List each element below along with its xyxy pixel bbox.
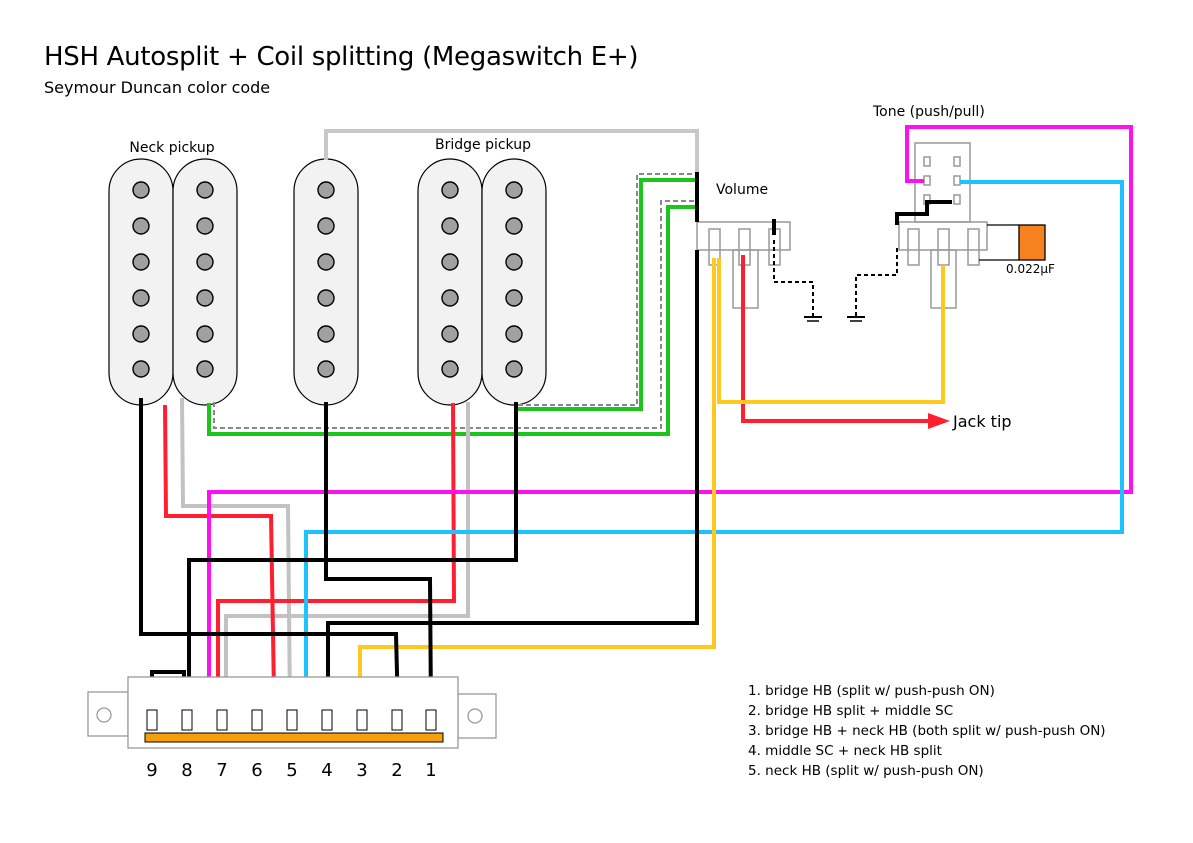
pole-piece — [132, 325, 150, 343]
wire-black-neck — [139, 398, 400, 713]
pole-piece — [196, 289, 214, 307]
pole-piece — [441, 360, 459, 378]
volume-label: Volume — [716, 182, 768, 198]
pole-piece — [317, 360, 335, 378]
wire-red-bridge — [216, 402, 457, 712]
switch-lug — [216, 709, 228, 731]
pole-piece — [317, 289, 335, 307]
wire-red-jack — [741, 255, 930, 423]
lug-number: 8 — [181, 760, 192, 781]
position-4: 4. middle SC + neck HB split — [748, 743, 942, 759]
wire-green-neck — [207, 205, 697, 436]
diagram-subtitle: Seymour Duncan color code — [44, 78, 271, 97]
tone-label: Tone (push/pull) — [872, 104, 985, 120]
pole-piece — [317, 325, 335, 343]
pole-piece — [505, 181, 523, 199]
neck-pickup-coil-south — [172, 158, 238, 406]
neck-pickup-label: Neck pickup — [129, 140, 214, 156]
wire-bare-neck — [213, 200, 697, 429]
position-3: 3. bridge HB + neck HB (both split w/ pu… — [748, 723, 1106, 739]
switch-lug — [251, 709, 263, 731]
megaswitch — [87, 676, 497, 749]
wire-black-tone-jumper — [895, 200, 952, 225]
pole-piece — [505, 253, 523, 271]
lug-number: 9 — [146, 760, 157, 781]
lug-number: 1 — [425, 760, 436, 781]
wire-yellow-volume-tone — [717, 258, 945, 404]
pole-piece — [196, 181, 214, 199]
position-5: 5. neck HB (split w/ push-push ON) — [748, 763, 984, 779]
lug-number: 2 — [391, 760, 402, 781]
switch-lug — [181, 709, 193, 731]
pole-piece — [505, 289, 523, 307]
bridge-pickup-label: Bridge pickup — [435, 137, 531, 153]
switch-lug — [356, 709, 368, 731]
jack-tip-label: Jack tip — [952, 412, 1012, 431]
wire-white-bridge — [224, 402, 470, 712]
switch-lug-labels: 9 8 7 6 5 4 3 2 1 — [146, 760, 436, 781]
capacitor-value-label: 0.022µF — [1006, 262, 1055, 276]
pole-piece — [441, 325, 459, 343]
pole-piece — [441, 181, 459, 199]
wire-white-middle — [324, 129, 699, 174]
switch-positions-legend: 1. bridge HB (split w/ push-push ON) 2. … — [748, 681, 1106, 781]
switch-mount-right — [457, 693, 497, 739]
pole-piece — [132, 289, 150, 307]
switch-lug — [286, 709, 298, 731]
lug-number: 7 — [216, 760, 227, 781]
jack-tip-arrow-icon — [928, 413, 950, 429]
diagram-title: HSH Autosplit + Coil splitting (Megaswit… — [44, 42, 639, 72]
pole-piece — [132, 360, 150, 378]
lug-number: 3 — [356, 760, 367, 781]
pole-piece — [505, 217, 523, 235]
pole-piece — [441, 253, 459, 271]
neck-pickup — [108, 158, 238, 406]
lug-number: 4 — [321, 760, 332, 781]
pole-piece — [317, 253, 335, 271]
lug-number: 6 — [251, 760, 262, 781]
pole-piece — [196, 253, 214, 271]
pole-piece — [132, 181, 150, 199]
pole-piece — [441, 217, 459, 235]
wire-black-bridge — [187, 402, 518, 712]
bridge-pickup — [417, 158, 547, 406]
wire-magenta-tone — [207, 125, 1133, 713]
pole-piece — [196, 325, 214, 343]
pole-piece — [132, 253, 150, 271]
pole-piece — [317, 181, 335, 199]
wire-cyan-tone — [291, 180, 1124, 717]
switch-lugs — [146, 709, 437, 731]
switch-lug — [425, 709, 437, 731]
position-1: 1. bridge HB (split w/ push-push ON) — [748, 683, 995, 699]
switch-lug — [146, 709, 158, 731]
volume-pot — [696, 221, 791, 309]
pole-piece — [505, 360, 523, 378]
pole-piece — [196, 360, 214, 378]
position-2: 2. bridge HB split + middle SC — [748, 703, 954, 719]
pole-pieces — [132, 181, 523, 378]
wire-black-volume-switch — [326, 250, 699, 712]
switch-bar — [144, 732, 444, 743]
wire-bare-bridge — [518, 173, 697, 406]
pole-piece — [505, 325, 523, 343]
ground-symbol-volume — [773, 240, 822, 322]
pole-piece — [441, 289, 459, 307]
pole-piece — [196, 217, 214, 235]
pole-piece — [317, 217, 335, 235]
pole-piece — [132, 217, 150, 235]
switch-lug — [321, 709, 333, 731]
ground-symbol-tone — [847, 248, 898, 322]
wire-white-neck — [180, 397, 292, 713]
tone-capacitor — [979, 224, 1046, 261]
wire-green-bridge — [518, 178, 697, 411]
lug-number: 5 — [286, 760, 297, 781]
switch-lug — [391, 709, 403, 731]
wire-black-middle — [324, 402, 433, 713]
